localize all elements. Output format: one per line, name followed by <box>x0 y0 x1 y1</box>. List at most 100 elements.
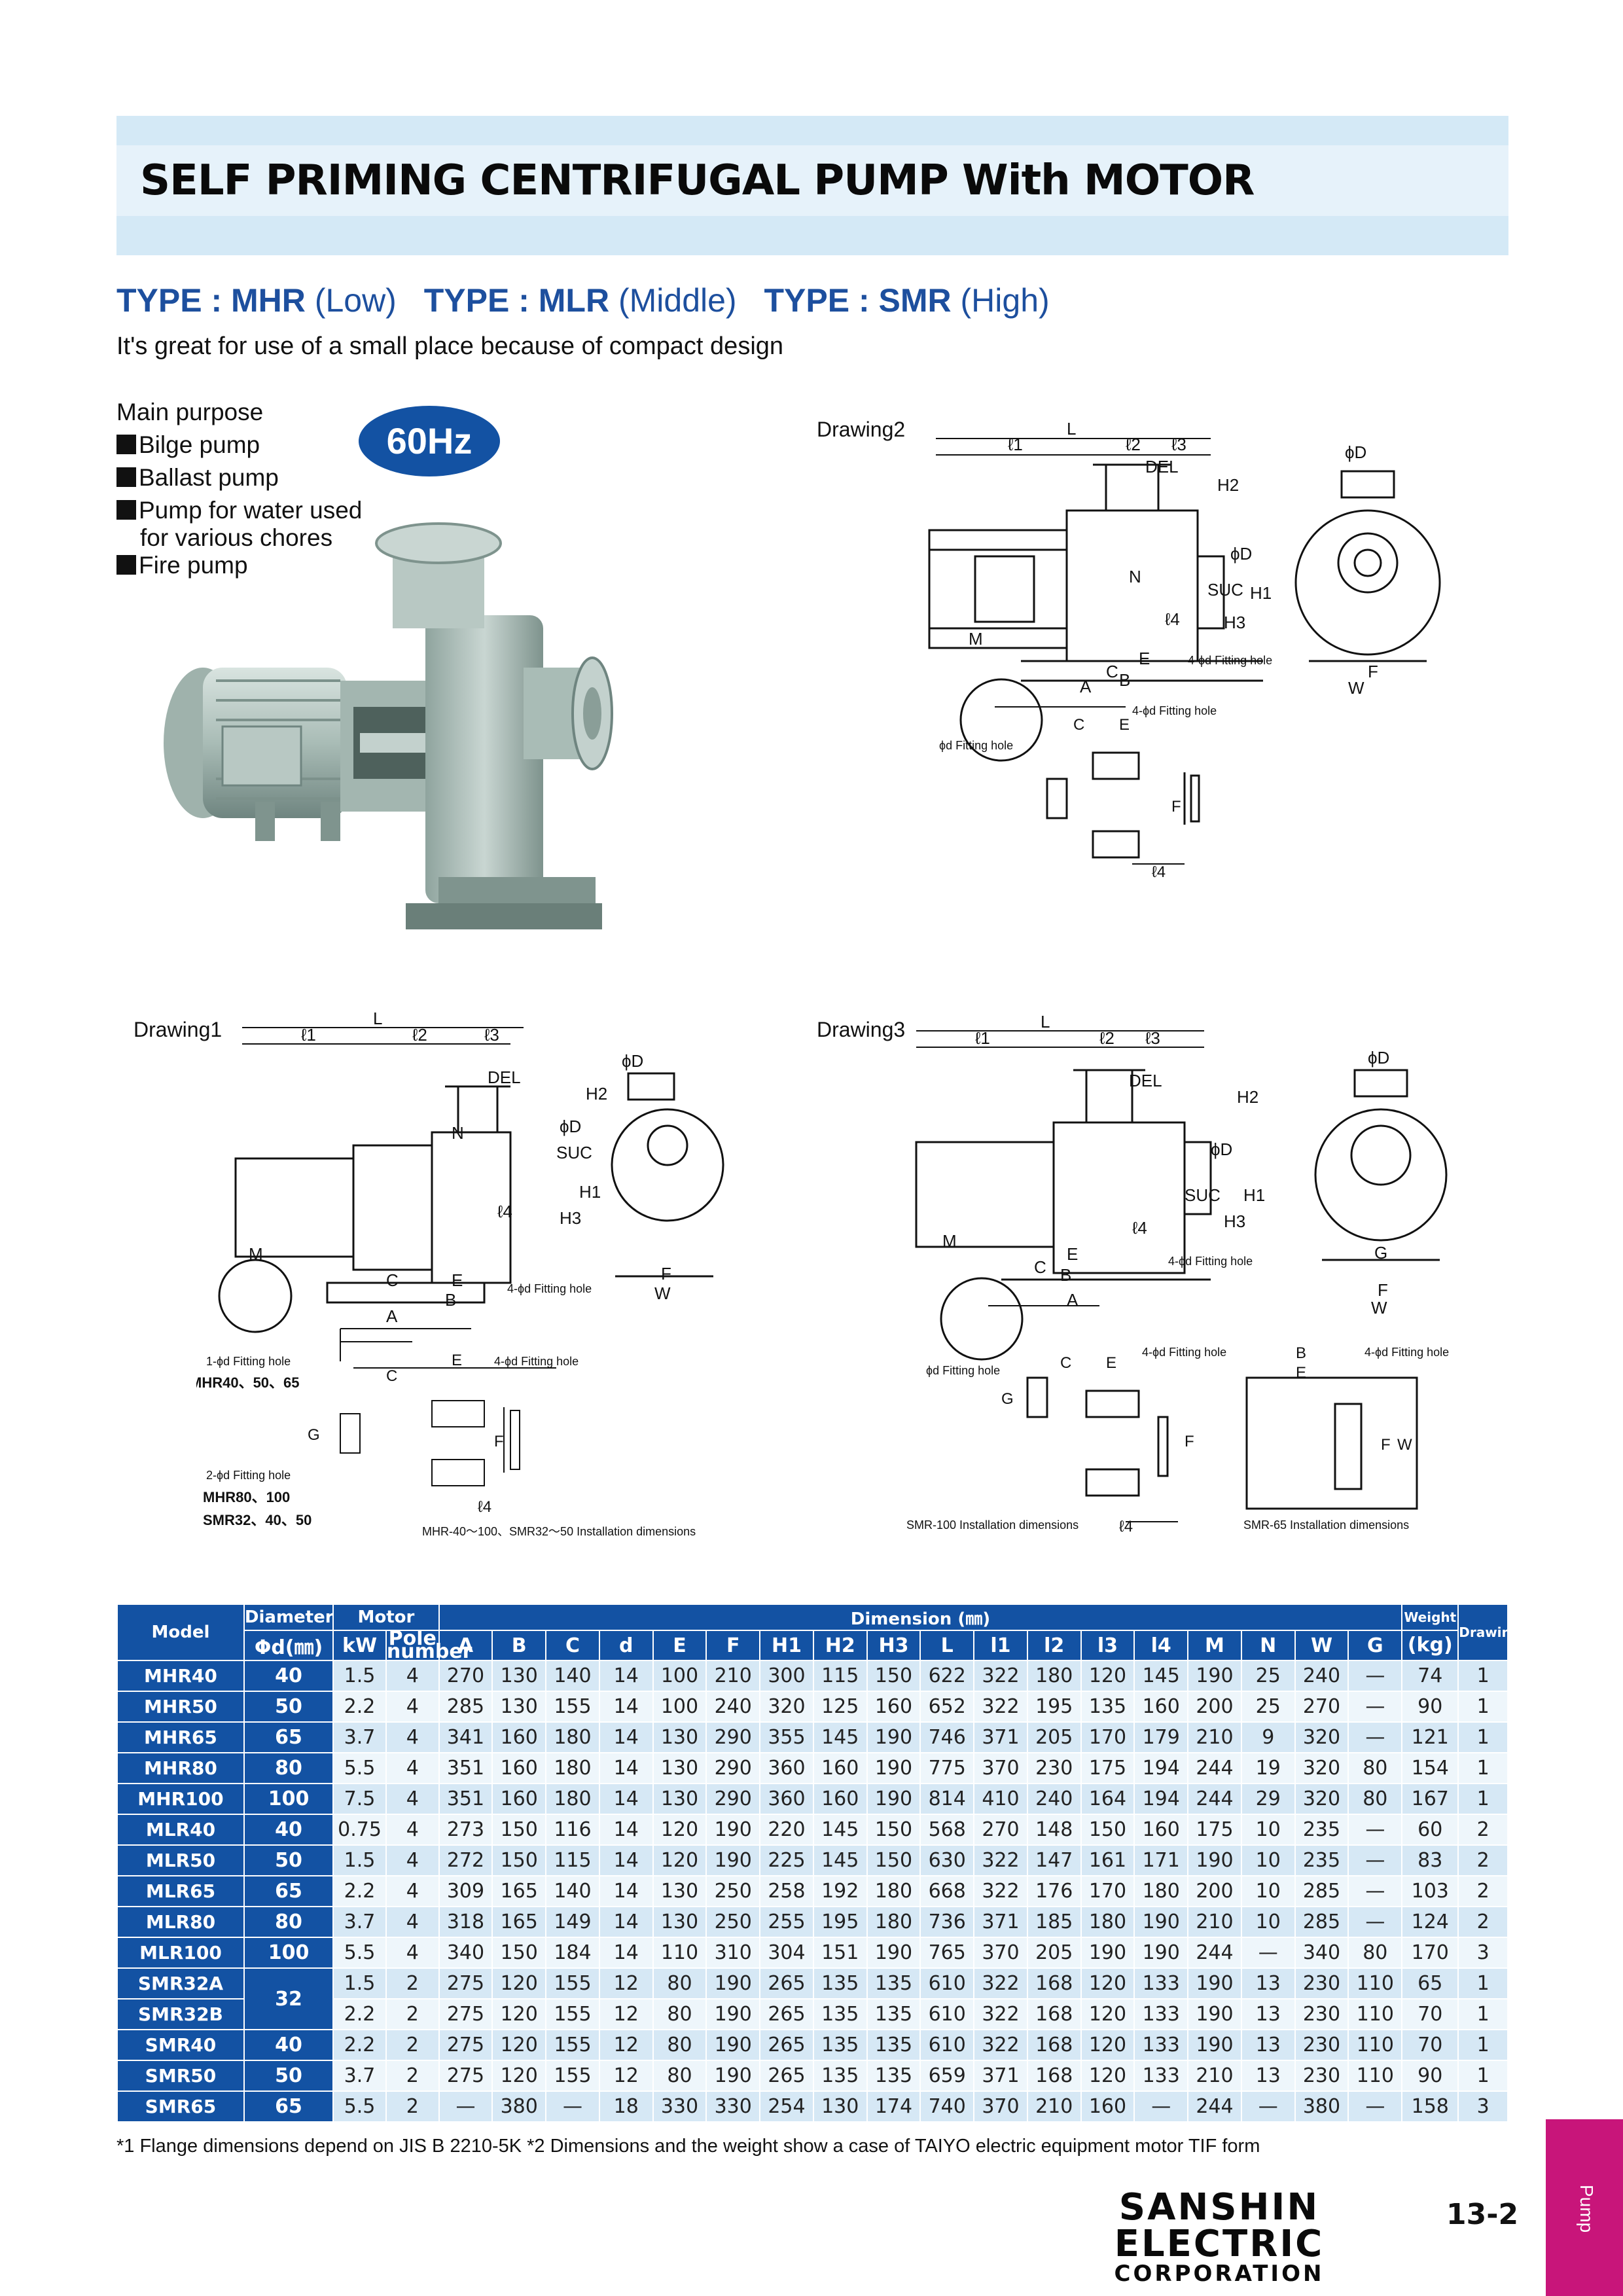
install-E: E <box>452 1352 462 1369</box>
install-fitting-label: 4-ϕd Fitting hole <box>494 1355 579 1368</box>
table-cell: 25 <box>1240 1691 1296 1723</box>
table-cell: 167 <box>1401 1783 1459 1815</box>
diameter-cell: 32 <box>243 1967 334 2030</box>
purpose-item: Fire pump <box>116 549 362 582</box>
purpose-title: Main purpose <box>116 399 264 425</box>
page-title: SELF PRIMING CENTRIFUGAL PUMP With MOTOR <box>140 156 1255 205</box>
dim-W: W <box>654 1283 671 1303</box>
table-cell: 322 <box>973 1967 1028 2000</box>
table-cell: 380 <box>1294 2090 1349 2123</box>
dim-W: W <box>1371 1298 1387 1318</box>
table-cell: 190 <box>705 2060 761 2092</box>
table-cell: 180 <box>1026 1660 1082 1692</box>
table-cell: 2 <box>1457 1875 1508 1907</box>
dim-L: L <box>1067 419 1076 439</box>
table-cell: 168 <box>1026 2060 1082 2092</box>
table-cell: 160 <box>866 1691 921 1723</box>
table-cell: 610 <box>919 1967 975 2000</box>
table-cell: 2 <box>385 2090 440 2123</box>
table-cell: 180 <box>1133 1875 1189 1907</box>
col-dim: B <box>491 1630 547 1661</box>
table-cell: 0.75 <box>332 1814 387 1846</box>
table-cell: 190 <box>1187 1998 1242 2030</box>
model-cell: MLR80 <box>116 1906 245 1938</box>
col-dim: L <box>919 1630 975 1661</box>
table-cell: 110 <box>652 1937 707 1969</box>
table-cell: 160 <box>491 1752 547 1784</box>
bullet-square-icon <box>116 435 136 454</box>
table-cell: 14 <box>598 1937 654 1969</box>
smr65-E: E <box>1296 1364 1306 1382</box>
dim-l4: ℓ4 <box>1132 1218 1147 1238</box>
table-cell: 322 <box>973 1691 1028 1723</box>
table-cell: 170 <box>1080 1875 1135 1907</box>
table-cell: 250 <box>705 1875 761 1907</box>
install-fitting-label: 4-ϕd Fitting hole <box>1132 704 1217 717</box>
table-cell: 265 <box>759 2029 814 2061</box>
smr65-W: W <box>1397 1436 1412 1454</box>
dim-M: M <box>249 1244 263 1264</box>
table-cell: 5.5 <box>332 2090 387 2123</box>
dim-B: B <box>1119 670 1130 690</box>
table-cell: 3.7 <box>332 1721 387 1753</box>
install-F: F <box>1171 798 1181 816</box>
table-cell: 200 <box>1187 1691 1242 1723</box>
table-cell: 225 <box>759 1844 814 1876</box>
table-cell: 270 <box>438 1660 493 1692</box>
install-l4: ℓ4 <box>1119 1518 1133 1535</box>
table-cell: 70 <box>1401 1998 1459 2030</box>
table-cell: 160 <box>1133 1691 1189 1723</box>
dim-suc: SUC <box>556 1143 592 1162</box>
table-cell: 12 <box>598 2060 654 2092</box>
table-cell: 4 <box>385 1875 440 1907</box>
dim-l2: ℓ2 <box>412 1025 427 1045</box>
table-cell: 371 <box>973 2060 1028 2092</box>
table-cell: 190 <box>1133 1937 1189 1969</box>
table-cell: 1 <box>1457 1660 1508 1692</box>
dim-H1: H1 <box>579 1182 601 1202</box>
table-cell: 4 <box>385 1783 440 1815</box>
col-weight: Weight <box>1401 1604 1459 1631</box>
table-cell: 355 <box>759 1721 814 1753</box>
table-cell: 290 <box>705 1721 761 1753</box>
dim-H3: H3 <box>1224 1211 1245 1231</box>
table-cell: 265 <box>759 1967 814 2000</box>
table-cell: 170 <box>1080 1721 1135 1753</box>
fitting-hole-label: 4-ϕd Fitting hole <box>1168 1255 1253 1268</box>
table-cell: 120 <box>491 2029 547 2061</box>
table-cell: 2.2 <box>332 1998 387 2030</box>
type-mlr: TYPE : MLR <box>423 282 610 319</box>
table-cell: 120 <box>491 1998 547 2030</box>
table-cell: 814 <box>919 1783 975 1815</box>
table-cell: 610 <box>919 2029 975 2061</box>
section-tab-label: Pump <box>1577 2185 1597 2233</box>
dim-E: E <box>452 1270 463 1290</box>
table-cell: 154 <box>1401 1752 1459 1784</box>
table-cell: 190 <box>1133 1906 1189 1938</box>
table-cell: 285 <box>1294 1875 1349 1907</box>
table-cell: 130 <box>491 1660 547 1692</box>
table-cell: 320 <box>1294 1752 1349 1784</box>
table-cell: 10 <box>1240 1814 1296 1846</box>
dim-C: C <box>386 1270 399 1290</box>
dim-l1: ℓ1 <box>1008 435 1023 454</box>
diameter-cell: 65 <box>243 2090 334 2123</box>
table-cell: 192 <box>812 1875 868 1907</box>
table-cell: 80 <box>652 1998 707 2030</box>
table-cell: 4 <box>385 1752 440 1784</box>
table-cell: 158 <box>1401 2090 1459 2123</box>
table-cell: 12 <box>598 1998 654 2030</box>
table-cell: 320 <box>1294 1783 1349 1815</box>
table-cell: 151 <box>812 1937 868 1969</box>
table-cell: 124 <box>1401 1906 1459 1938</box>
col-dim: A <box>438 1630 493 1661</box>
section-tab: Pump <box>1546 2119 1623 2296</box>
table-cell: 120 <box>652 1814 707 1846</box>
dim-l4: ℓ4 <box>497 1202 512 1221</box>
table-cell: 320 <box>1294 1721 1349 1753</box>
model-cell: SMR32A <box>116 1967 245 2000</box>
table-cell: 80 <box>1347 1783 1403 1815</box>
table-cell: 180 <box>545 1752 600 1784</box>
